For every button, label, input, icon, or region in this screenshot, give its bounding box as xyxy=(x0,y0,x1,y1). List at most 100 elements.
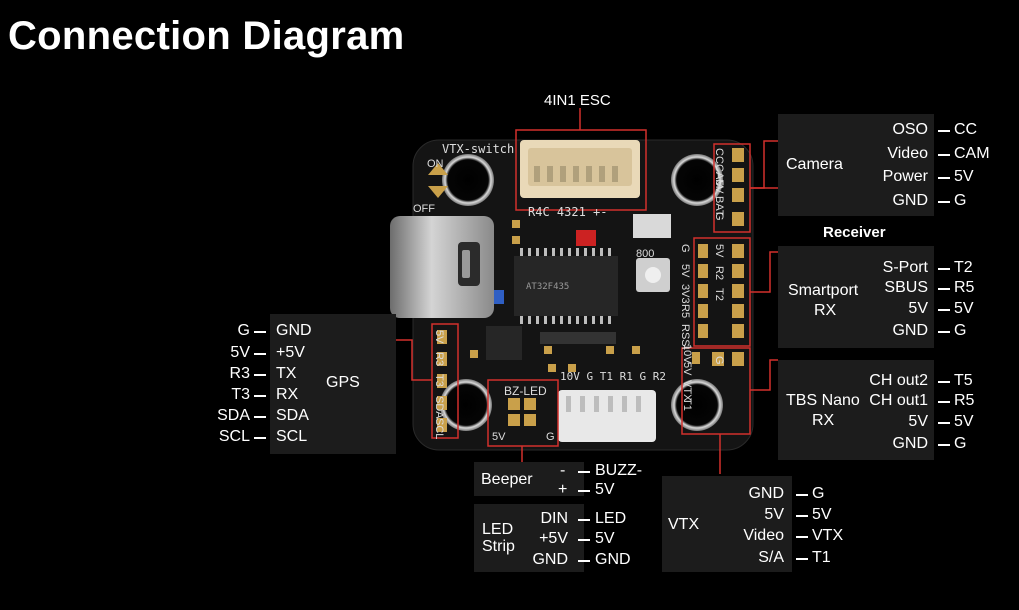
camera-pin-right: CC xyxy=(954,121,978,138)
gps-pin-right: TX xyxy=(276,365,297,382)
bottom-pad-labels: 10V G T1 R1 G R2 xyxy=(560,370,666,383)
beeper-pin-right: 5V xyxy=(595,481,615,498)
vtx-pin-right: VTX xyxy=(812,527,844,544)
board-pad-label: T1 xyxy=(681,398,693,411)
tbs-pin-left: GND xyxy=(892,435,928,452)
ledstrip-pin-left: DIN xyxy=(540,510,568,527)
vtx-pin-right: T1 xyxy=(812,549,831,566)
tbs-pin-right: T5 xyxy=(954,372,973,389)
esc-label: 4IN1 ESC xyxy=(544,92,611,109)
ledstrip-pin-right: LED xyxy=(595,510,627,527)
ledstrip-name: LED xyxy=(482,521,514,538)
tbs-box xyxy=(778,360,934,460)
smartport-pin-left: GND xyxy=(892,322,928,339)
tbs-pin-right: R5 xyxy=(954,392,975,409)
mcu-chip xyxy=(514,256,618,316)
bz-led-label: BZ-LED xyxy=(504,384,547,398)
tbs-name: TBS Nano xyxy=(786,392,860,409)
smd-800-label: 800 xyxy=(636,248,655,260)
bz-5v-label: 5V xyxy=(492,431,506,443)
tbs-pin-right: G xyxy=(954,435,967,452)
vtx-pin-right: G xyxy=(812,485,825,502)
camera-pin-left: Power xyxy=(882,168,928,185)
mount-hole-top-right xyxy=(671,154,723,206)
beeper-pin-right: BUZZ- xyxy=(595,462,643,479)
tbs-pin-right: 5V xyxy=(954,413,974,430)
ledstrip-name-strip: Strip xyxy=(482,538,515,555)
gps-pin-left: R3 xyxy=(229,365,250,382)
chip-marking: AT32F435 xyxy=(526,282,570,292)
vtx-name: VTX xyxy=(668,516,700,533)
board-pad-label: R5 xyxy=(679,304,691,319)
smartport-pin-left: S-Port xyxy=(882,259,928,276)
camera-name: Camera xyxy=(786,156,843,173)
board-pad-label: G xyxy=(679,244,691,253)
gps-name: GPS xyxy=(326,374,360,391)
board-pad-label: 5V xyxy=(433,330,445,344)
ledstrip-pin-right: GND xyxy=(595,551,631,568)
board-pad-label: SCL xyxy=(433,418,445,440)
gps-pin-left: G xyxy=(237,322,250,339)
esc-highlight xyxy=(515,129,647,211)
bottom-connector xyxy=(558,390,656,442)
tbs-pin-left: CH out1 xyxy=(869,392,928,409)
smartport-pin-right: G xyxy=(954,322,967,339)
smartport-pin-right: 5V xyxy=(954,300,974,317)
smartport-name-rx: RX xyxy=(814,302,837,319)
vtx-switch-label: VTX-switch xyxy=(442,142,515,156)
board-pad-label: 3V3 xyxy=(679,284,691,304)
gps-pin-right: +5V xyxy=(276,344,305,361)
beeper-name: Beeper xyxy=(481,471,533,488)
beeper-pin-left: + xyxy=(558,481,568,498)
camera-box xyxy=(778,114,934,216)
board-pad-label: 5V xyxy=(681,362,693,376)
gps-pin-left: SCL xyxy=(218,428,250,445)
gps-pin-left: SDA xyxy=(217,407,250,424)
smartport-pin-left: SBUS xyxy=(884,279,928,296)
ledstrip-pin-left: +5V xyxy=(539,530,568,547)
board-pad-label: 5V xyxy=(713,244,725,258)
bzled-highlight xyxy=(487,379,559,447)
board-pad-label: 5V xyxy=(713,180,725,194)
beeper-box xyxy=(474,462,584,496)
vtx-box xyxy=(662,476,792,572)
vtx-pin-left: 5V xyxy=(764,506,784,523)
board-pad-label: T3 xyxy=(433,374,445,387)
mount-hole-top-left xyxy=(442,154,494,206)
board-pad-label: R2 xyxy=(713,266,725,281)
beeper-pin-left: - xyxy=(560,462,566,479)
camera-pin-left: GND xyxy=(892,192,928,209)
gps-pin-left: T3 xyxy=(231,386,250,403)
switch-on-label: ON xyxy=(427,158,444,170)
vtx-pin-left: GND xyxy=(748,485,784,502)
camera-pin-left: OSO xyxy=(892,121,928,138)
smartport-pin-left: 5V xyxy=(908,300,928,317)
mount-hole-bottom-left xyxy=(440,379,492,431)
receiver-heading: Receiver xyxy=(823,224,886,241)
board-pad-label: G xyxy=(713,356,725,365)
ledstrip-box xyxy=(474,504,584,572)
gps-pin-right: SCL xyxy=(276,428,308,445)
vtx-pin-left: S/A xyxy=(758,549,784,566)
camera-pin-right: CAM xyxy=(954,145,990,162)
board-pad-label: SDA xyxy=(433,396,445,419)
tbs-pin-left: CH out2 xyxy=(869,372,928,389)
switch-off-label: OFF xyxy=(413,203,435,215)
smartport-box xyxy=(778,246,934,348)
board-pad-label: CC xyxy=(713,148,725,164)
ledstrip-pin-right: 5V xyxy=(595,530,615,547)
board-pad-label: T2 xyxy=(713,288,725,301)
tbs-pin-left: 5V xyxy=(908,413,928,430)
gps-pin-right: SDA xyxy=(276,407,309,424)
gps-pin-left: 5V xyxy=(230,344,250,361)
gps-pin-right: GND xyxy=(276,322,312,339)
camera-pin-left: Video xyxy=(887,145,928,162)
esc-pad-marking: R4C 4321 +- xyxy=(528,205,608,219)
camera-pin-right: 5V xyxy=(954,168,974,185)
vtx-highlight xyxy=(681,347,751,435)
vtx-pin-left: Video xyxy=(743,527,784,544)
board-pad-label: 10V xyxy=(681,344,693,364)
gps-highlight xyxy=(431,323,459,439)
bz-g-label: G xyxy=(546,431,555,443)
